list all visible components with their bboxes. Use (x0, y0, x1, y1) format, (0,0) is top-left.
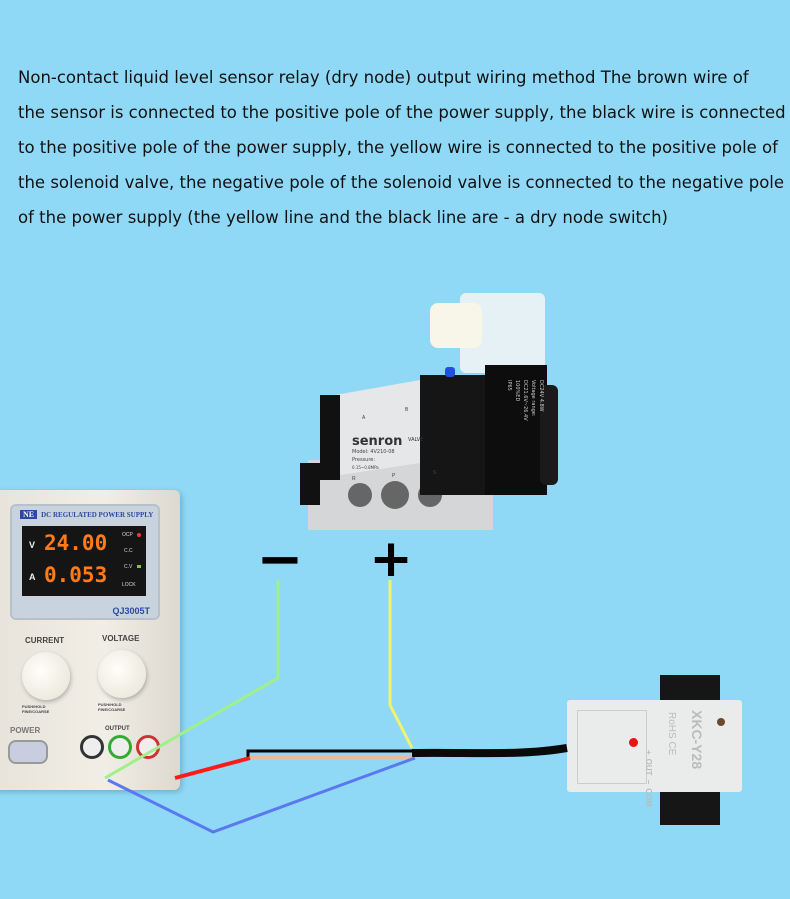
valve-word: VALVE (408, 437, 423, 443)
ground-terminal[interactable] (108, 735, 132, 759)
valve-model: Model: 4V210-08 (352, 449, 395, 455)
valve-brand: senron (352, 434, 402, 449)
solenoid-valve: senron VALVE Model: 4V210-08 Pressure: 0… (300, 293, 558, 530)
port-label-p: P (392, 473, 396, 479)
caption-line: the solenoid valve, the negative pole of… (18, 173, 785, 192)
solenoid-coil (485, 365, 547, 495)
plus-sign: + (369, 529, 413, 589)
manual-override-button[interactable] (445, 367, 455, 377)
voltage-unit: V (29, 540, 36, 550)
liquid-level-sensor: XKC-Y28 RoHS CE + OUT − COM (565, 675, 745, 825)
port-label-a: A (362, 415, 366, 421)
psu-model: QJ3005T (112, 606, 150, 616)
sensor-label-area (577, 710, 647, 784)
coil-text: 100%ED (514, 380, 520, 401)
cv-label: C.V (124, 564, 133, 570)
valve-body (335, 380, 440, 475)
pilot-block (420, 375, 490, 495)
end-cap-bottom (300, 463, 320, 505)
coil-text: IP65 (506, 380, 512, 391)
ocp-label: OCP (122, 532, 133, 538)
green-wire (104, 580, 280, 780)
status-led (629, 738, 638, 747)
coil-text: DC24V 4.8W (538, 380, 544, 412)
port-r (348, 483, 372, 507)
current-knob[interactable] (22, 652, 70, 700)
power-button[interactable] (8, 740, 48, 764)
connector-plug (430, 303, 482, 348)
black-wire (246, 749, 420, 758)
caption-line: Non-contact liquid level sensor relay (d… (18, 68, 749, 87)
voltage-label: VOLTAGE (102, 634, 140, 643)
cable-gland (540, 385, 558, 485)
current-unit: A (29, 572, 36, 582)
current-knob-sublabel: PUSH/HOLD FINE/COARSE (22, 704, 50, 714)
lock-label: LOCK (122, 582, 136, 588)
port-label-r: R (352, 476, 356, 482)
port-label-b: B (405, 407, 409, 413)
valve-pressure-range: 0.15~0.8MPa (352, 465, 379, 470)
caption-line: the sensor is connected to the positive … (18, 103, 786, 122)
cc-label: C.C (124, 548, 133, 554)
output-label: OUTPUT (105, 726, 130, 732)
psu-logo: NE (20, 510, 38, 519)
psu-screen: V 24.00 A 0.053 OCP C.C C.V LOCK (22, 526, 146, 596)
ocp-led (137, 533, 141, 537)
voltage-knob-sublabel: PUSH/HOLD FINE/COARSE (98, 702, 126, 712)
port-label-s: S (433, 470, 437, 476)
sensor-cable (411, 744, 568, 758)
red-wire (174, 756, 251, 780)
minus-sign: − (257, 527, 304, 592)
sensor-screw-hole (717, 718, 725, 726)
yellow-wire (388, 580, 414, 749)
caption-line: to the positive pole of the power supply… (18, 138, 778, 157)
voltage-knob[interactable] (98, 650, 146, 698)
power-label: POWER (10, 726, 41, 735)
end-cap (320, 395, 340, 480)
cv-led (137, 565, 141, 568)
current-label: CURRENT (25, 636, 65, 645)
blue-wire (107, 756, 416, 834)
sensor-housing: XKC-Y28 RoHS CE + OUT − COM (567, 700, 742, 807)
port-p (381, 481, 409, 509)
negative-terminal[interactable] (80, 735, 104, 759)
caption-line: of the power supply (the yellow line and… (18, 208, 668, 227)
caption: Non-contact liquid level sensor relay (d… (18, 64, 788, 239)
psu-brand-text: DC REGULATED POWER SUPPLY (41, 511, 154, 519)
coil-text: Voltage range: (530, 380, 536, 417)
voltage-readout: 24.00 (44, 531, 108, 555)
coil-text: DC21.6V~26.4V (522, 380, 528, 421)
valve-pressure: Pressure: (352, 457, 375, 463)
current-readout: 0.053 (44, 563, 108, 587)
